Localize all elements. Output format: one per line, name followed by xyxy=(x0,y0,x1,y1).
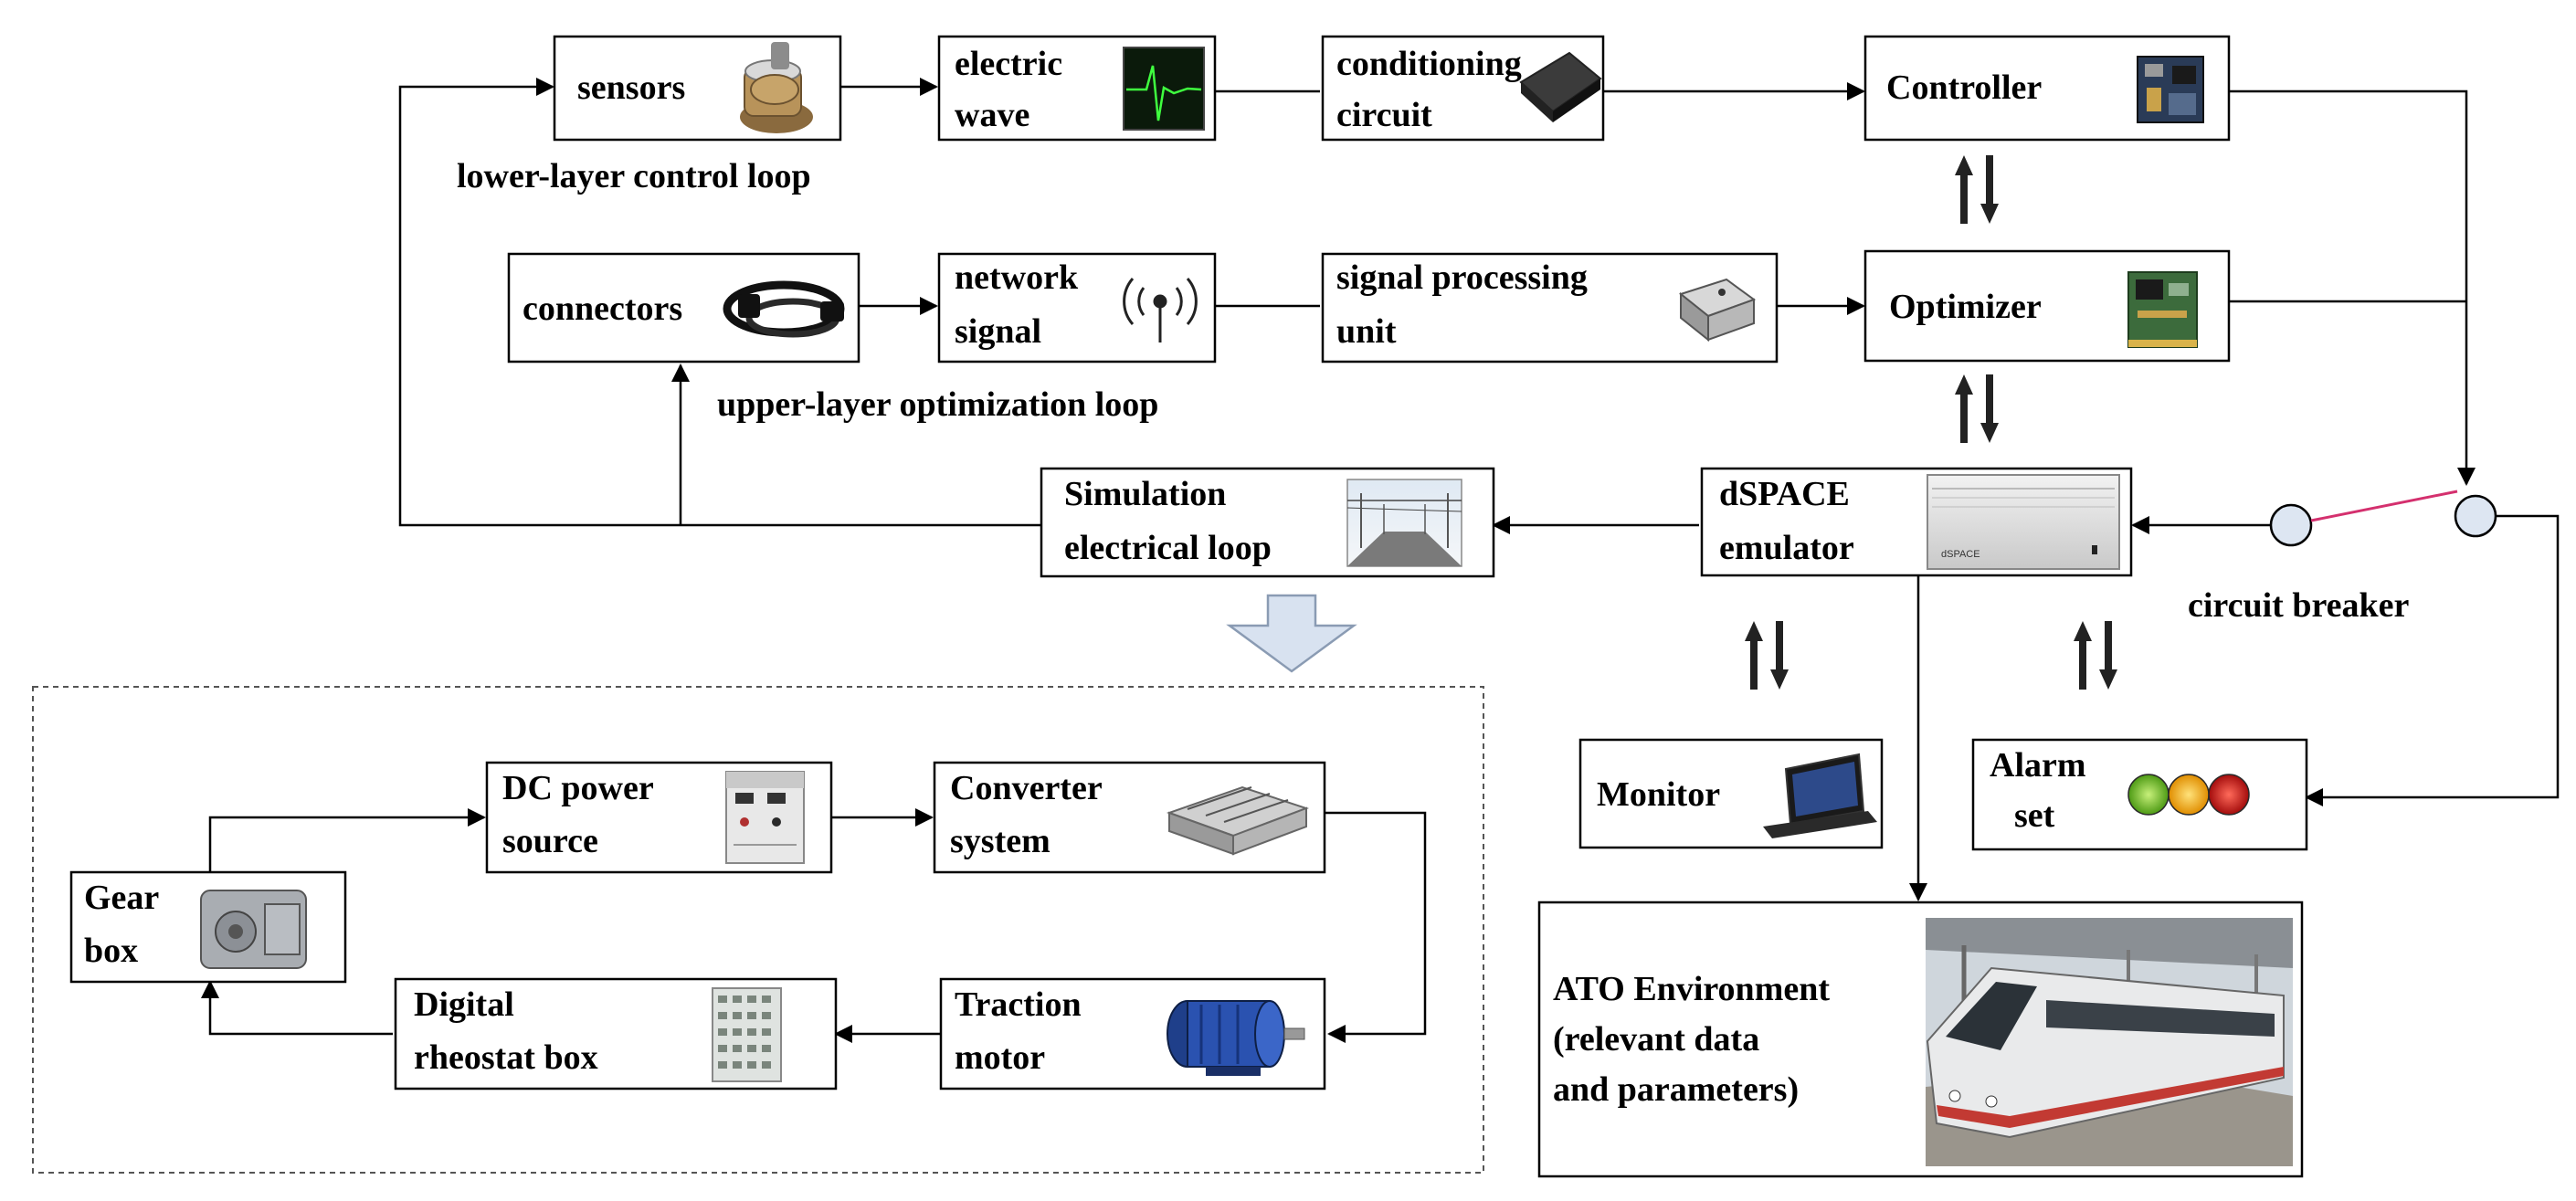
alarm-label-1: Alarm xyxy=(1990,746,2086,785)
arrow-gearbox-to-dc xyxy=(208,808,486,872)
controller-label: Controller xyxy=(1886,68,2042,107)
node-digital-rheostat: Digital rheostat box xyxy=(394,977,838,1090)
electric-wave-label-1: electric xyxy=(955,45,1062,83)
hollow-down-arrow xyxy=(1226,594,1357,673)
node-alarm-set: Alarm set xyxy=(1971,738,2308,851)
bidirectional-arrows-dspace-alarm xyxy=(2074,621,2117,690)
node-conditioning-circuit: conditioning circuit xyxy=(1321,35,1605,142)
oscilloscope-icon xyxy=(1123,47,1205,131)
node-dspace-emulator: dSPACE emulator dSPACE xyxy=(1700,467,2133,577)
bidirectional-arrow-pairs xyxy=(1745,155,2117,690)
processing-unit-icon xyxy=(1678,278,1757,342)
converter-label-2: system xyxy=(950,822,1050,860)
wireless-signal-icon xyxy=(1123,278,1198,342)
network-label-2: signal xyxy=(955,312,1041,351)
node-controller: Controller xyxy=(1863,35,2231,142)
rheostat-label-2: rheostat box xyxy=(414,1038,598,1077)
traffic-light-icon xyxy=(2127,774,2250,816)
optimizer-label: Optimizer xyxy=(1889,288,2042,326)
dc-power-label-1: DC power xyxy=(502,769,654,807)
gearbox-icon xyxy=(200,890,307,969)
node-signal-processing: signal processing unit xyxy=(1321,252,1779,363)
ato-label-2: (relevant data xyxy=(1553,1020,1759,1059)
converter-label-1: Converter xyxy=(950,769,1103,807)
sensor-icon xyxy=(740,42,813,133)
hardware-subsystem-region xyxy=(32,686,1484,1174)
node-ato-environment: ATO Environment (relevant data and param… xyxy=(1537,901,2304,1178)
connector-lines xyxy=(201,78,2560,1043)
alarm-label-2: set xyxy=(2014,796,2055,835)
conditioning-label-2: circuit xyxy=(1336,96,1432,134)
gear-box-label-1: Gear xyxy=(84,879,159,917)
upper-loop-label: upper-layer optimization loop xyxy=(717,385,1158,424)
railway-overhead-icon xyxy=(1346,479,1462,567)
green-light-icon xyxy=(2127,774,2170,816)
optimizer-card-icon xyxy=(2127,271,2198,348)
dspace-logo: dSPACE xyxy=(1941,549,1980,560)
node-optimizer: Optimizer xyxy=(1863,249,2231,363)
yellow-light-icon xyxy=(2168,774,2210,816)
simulation-label-1: Simulation xyxy=(1064,475,1226,513)
monitor-label: Monitor xyxy=(1597,775,1720,814)
line-breaker-to-alarm xyxy=(2305,514,2560,806)
conditioning-label-1: conditioning xyxy=(1336,45,1522,83)
rheostat-label-1: Digital xyxy=(414,985,514,1024)
node-connectors: connectors xyxy=(507,252,860,363)
line-lower-feedback-loop xyxy=(398,78,1041,527)
metro-train-photo-icon xyxy=(1926,918,2293,1166)
lower-loop-label: lower-layer control loop xyxy=(457,157,811,195)
breaker-left-terminal xyxy=(2269,503,2313,547)
traction-label-2: motor xyxy=(955,1038,1045,1077)
ato-label-3: and parameters) xyxy=(1553,1070,1799,1109)
dc-power-label-2: source xyxy=(502,822,598,860)
converter-cabinet-icon xyxy=(1167,785,1310,856)
connectors-label: connectors xyxy=(523,290,682,328)
processing-label-2: unit xyxy=(1336,312,1397,351)
bidirectional-arrows-dspace-monitor xyxy=(1745,621,1789,690)
dspace-rack-icon: dSPACE xyxy=(1927,474,2120,570)
motor-icon xyxy=(1167,1000,1305,1076)
breaker-switch-line xyxy=(2310,490,2458,522)
gear-box-label-2: box xyxy=(84,932,138,970)
bidirectional-arrows-controller-optimizer xyxy=(1955,155,1999,224)
node-gear-box: Gear box xyxy=(69,870,347,984)
ato-label-1: ATO Environment xyxy=(1553,970,1830,1008)
circuit-breaker-label: circuit breaker xyxy=(2188,586,2409,625)
red-light-icon xyxy=(2208,774,2250,816)
line-controller-to-breaker xyxy=(2229,90,2476,486)
node-converter-system: Converter system xyxy=(933,761,1326,874)
arrow-converter-to-traction xyxy=(1325,811,1427,1043)
node-electric-wave: electric wave xyxy=(937,35,1217,142)
laptop-icon xyxy=(1763,753,1877,838)
circuit-breaker: circuit breaker xyxy=(2188,490,2497,625)
cable-connector-icon xyxy=(723,280,845,338)
rheostat-panel-icon xyxy=(712,987,782,1082)
node-monitor: Monitor xyxy=(1578,738,1884,849)
network-label-1: network xyxy=(955,258,1079,297)
circuit-module-icon xyxy=(1519,51,1602,122)
traction-label-1: Traction xyxy=(955,985,1082,1024)
node-dc-power-source: DC power source xyxy=(485,761,833,874)
sensors-label: sensors xyxy=(577,68,685,107)
controller-board-icon xyxy=(2137,56,2204,123)
simulation-label-2: electrical loop xyxy=(1064,529,1272,567)
dspace-label-2: emulator xyxy=(1719,529,1854,567)
dspace-label-1: dSPACE xyxy=(1719,475,1850,513)
power-supply-icon xyxy=(725,771,805,864)
node-network-signal: network signal xyxy=(937,252,1217,363)
node-sensors: sensors xyxy=(553,35,842,142)
node-traction-motor: Traction motor xyxy=(939,977,1326,1090)
node-simulation-loop: Simulation electrical loop xyxy=(1040,467,1495,578)
bidirectional-arrows-optimizer-dspace xyxy=(1955,374,1999,443)
arrow-rheostat-to-gearbox xyxy=(201,980,393,1036)
electric-wave-label-2: wave xyxy=(955,96,1029,134)
breaker-right-terminal xyxy=(2454,494,2497,538)
processing-label-1: signal processing xyxy=(1336,258,1588,297)
